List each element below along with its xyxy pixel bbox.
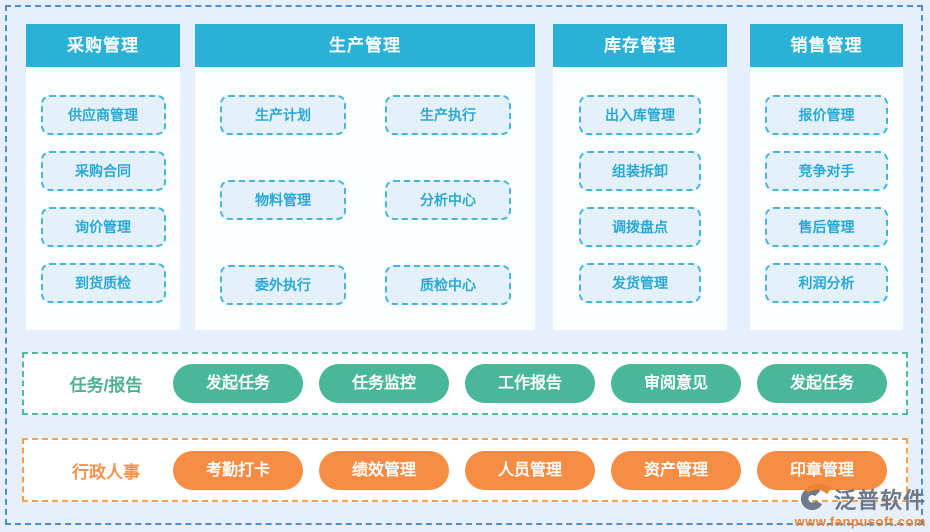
module-profit-analysis[interactable]: 利润分析 (765, 263, 888, 303)
pill-task-monitoring[interactable]: 任务监控 (319, 364, 449, 403)
module-production-plan[interactable]: 生产计划 (220, 95, 346, 135)
panel-production: 生产管理 生产计划 生产执行 物料管理 分析中心 委外执行 质检中心 (195, 24, 535, 330)
module-outsourcing-execution[interactable]: 委外执行 (220, 265, 346, 305)
pill-personnel-management[interactable]: 人员管理 (465, 450, 595, 490)
module-quotation-management[interactable]: 报价管理 (765, 95, 888, 135)
panel-production-body: 生产计划 生产执行 物料管理 分析中心 委外执行 质检中心 (195, 67, 535, 305)
band-admin-hr: 行政人事 考勤打卡 绩效管理 人员管理 资产管理 印章管理 (22, 438, 908, 502)
pill-initiate-task[interactable]: 发起任务 (173, 364, 303, 403)
panel-inventory: 库存管理 出入库管理 组装拆卸 调拨盘点 发货管理 (553, 24, 727, 330)
module-in-out-warehouse[interactable]: 出入库管理 (579, 95, 701, 135)
pill-performance-management[interactable]: 绩效管理 (319, 450, 449, 490)
module-assembly-disassembly[interactable]: 组装拆卸 (579, 151, 701, 191)
module-arrival-quality-check[interactable]: 到货质检 (40, 263, 166, 303)
outer-dashed-border (5, 5, 923, 525)
panel-procurement-body: 供应商管理 采购合同 询价管理 到货质检 (26, 67, 180, 303)
hr-pills: 考勤打卡 绩效管理 人员管理 资产管理 印章管理 (173, 450, 887, 490)
panel-inventory-title: 库存管理 (553, 24, 727, 67)
panel-procurement-title: 采购管理 (26, 24, 180, 67)
admin-hr-label: 行政人事 (72, 462, 140, 482)
module-inquiry-management[interactable]: 询价管理 (40, 207, 166, 247)
module-transfer-stocktaking[interactable]: 调拨盘点 (579, 207, 701, 247)
module-quality-inspection-center[interactable]: 质检中心 (385, 265, 511, 305)
pill-attendance-checkin[interactable]: 考勤打卡 (173, 450, 303, 490)
pill-seal-management[interactable]: 印章管理 (757, 450, 887, 490)
pill-asset-management[interactable]: 资产管理 (611, 450, 741, 490)
brand-website: www.fanpusoft.com (794, 514, 926, 529)
module-shipping-management[interactable]: 发货管理 (579, 263, 701, 303)
tasks-reports-label: 任务/报告 (69, 376, 143, 395)
panel-sales-title: 销售管理 (750, 24, 903, 67)
panel-production-title: 生产管理 (195, 24, 535, 67)
panel-sales-body: 报价管理 竞争对手 售后管理 利润分析 (750, 67, 903, 303)
module-competitors[interactable]: 竞争对手 (765, 151, 888, 191)
module-analysis-center[interactable]: 分析中心 (385, 180, 511, 220)
fanpu-logo: 泛普软件 www.fanpusoft.com (794, 481, 926, 529)
band-tasks-reports: 任务/报告 发起任务 任务监控 工作报告 审阅意见 发起任务 (22, 352, 908, 415)
module-after-sales-management[interactable]: 售后管理 (765, 207, 888, 247)
fanpu-logo-icon (798, 481, 832, 516)
module-purchase-contract[interactable]: 采购合同 (40, 151, 166, 191)
module-production-execution[interactable]: 生产执行 (385, 95, 511, 135)
tasks-pills: 发起任务 任务监控 工作报告 审阅意见 发起任务 (173, 364, 887, 403)
module-material-management[interactable]: 物料管理 (220, 180, 346, 220)
panel-sales: 销售管理 报价管理 竞争对手 售后管理 利润分析 (750, 24, 903, 330)
brand-name: 泛普软件 (833, 487, 926, 513)
panel-inventory-body: 出入库管理 组装拆卸 调拨盘点 发货管理 (553, 67, 727, 303)
panel-procurement: 采购管理 供应商管理 采购合同 询价管理 到货质检 (26, 24, 180, 330)
module-supplier-management[interactable]: 供应商管理 (40, 95, 166, 135)
pill-initiate-task-2[interactable]: 发起任务 (757, 364, 887, 403)
pill-work-report[interactable]: 工作报告 (465, 364, 595, 403)
pill-review-comments[interactable]: 审阅意见 (611, 364, 741, 403)
